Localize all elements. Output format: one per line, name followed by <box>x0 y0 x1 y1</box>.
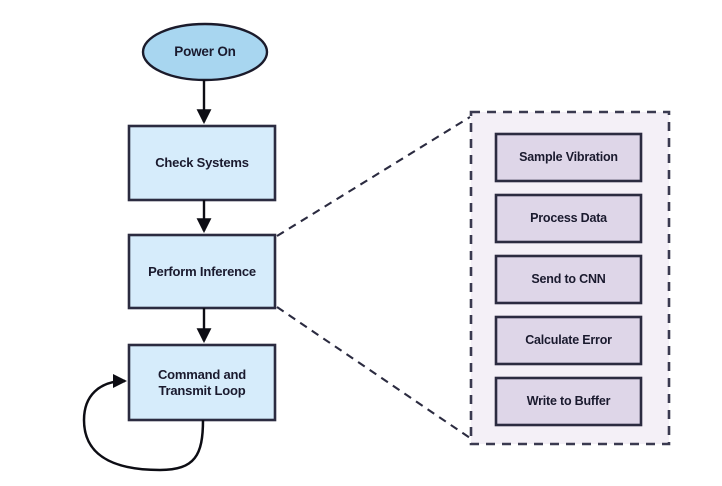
node-perform-inference[interactable] <box>127 233 277 310</box>
callout-line-top <box>276 116 471 237</box>
node-power-on[interactable] <box>141 22 269 82</box>
callout-line-bottom <box>276 306 471 439</box>
step-box-sample-vibration[interactable] <box>494 132 643 183</box>
step-box-send-to-cnn[interactable] <box>494 254 643 305</box>
step-box-process-data[interactable] <box>494 193 643 244</box>
node-check-systems[interactable] <box>127 124 277 202</box>
node-command-transmit-loop[interactable] <box>127 343 277 422</box>
step-box-calculate-error[interactable] <box>494 315 643 366</box>
connector-self-loop-command-transmit <box>82 374 205 472</box>
step-box-write-to-buffer[interactable] <box>494 376 643 427</box>
